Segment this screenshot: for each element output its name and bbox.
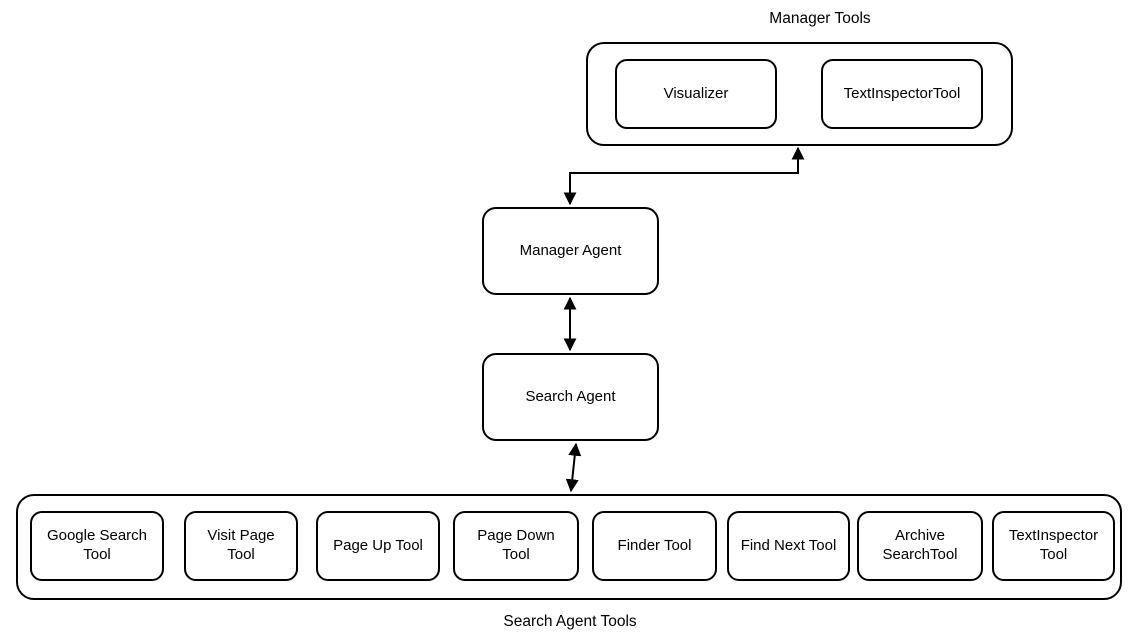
manager-agent-node: Manager Agent [482, 207, 659, 295]
connector-manager-agent-to-manager-tools [563, 146, 805, 206]
manager-tools-title: Manager Tools [769, 10, 871, 27]
search-agent-node: Search Agent [482, 353, 659, 441]
tool-node-finder: Finder Tool [592, 511, 717, 581]
tool-node-archive-search: Archive SearchTool [857, 511, 983, 581]
tool-node-textinspectortool: TextInspectorTool [821, 59, 983, 129]
tool-node-page-down: Page Down Tool [453, 511, 579, 581]
search-tools-title: Search Agent Tools [503, 613, 637, 630]
tool-node-google-search: Google Search Tool [30, 511, 164, 581]
tool-node-visit-page: Visit Page Tool [184, 511, 298, 581]
tool-node-visualizer: Visualizer [615, 59, 777, 129]
connector-search-agent-to-search-tools [565, 442, 582, 493]
tool-node-textinspector: TextInspector Tool [992, 511, 1115, 581]
tool-node-page-up: Page Up Tool [316, 511, 440, 581]
tool-node-find-next: Find Next Tool [727, 511, 850, 581]
